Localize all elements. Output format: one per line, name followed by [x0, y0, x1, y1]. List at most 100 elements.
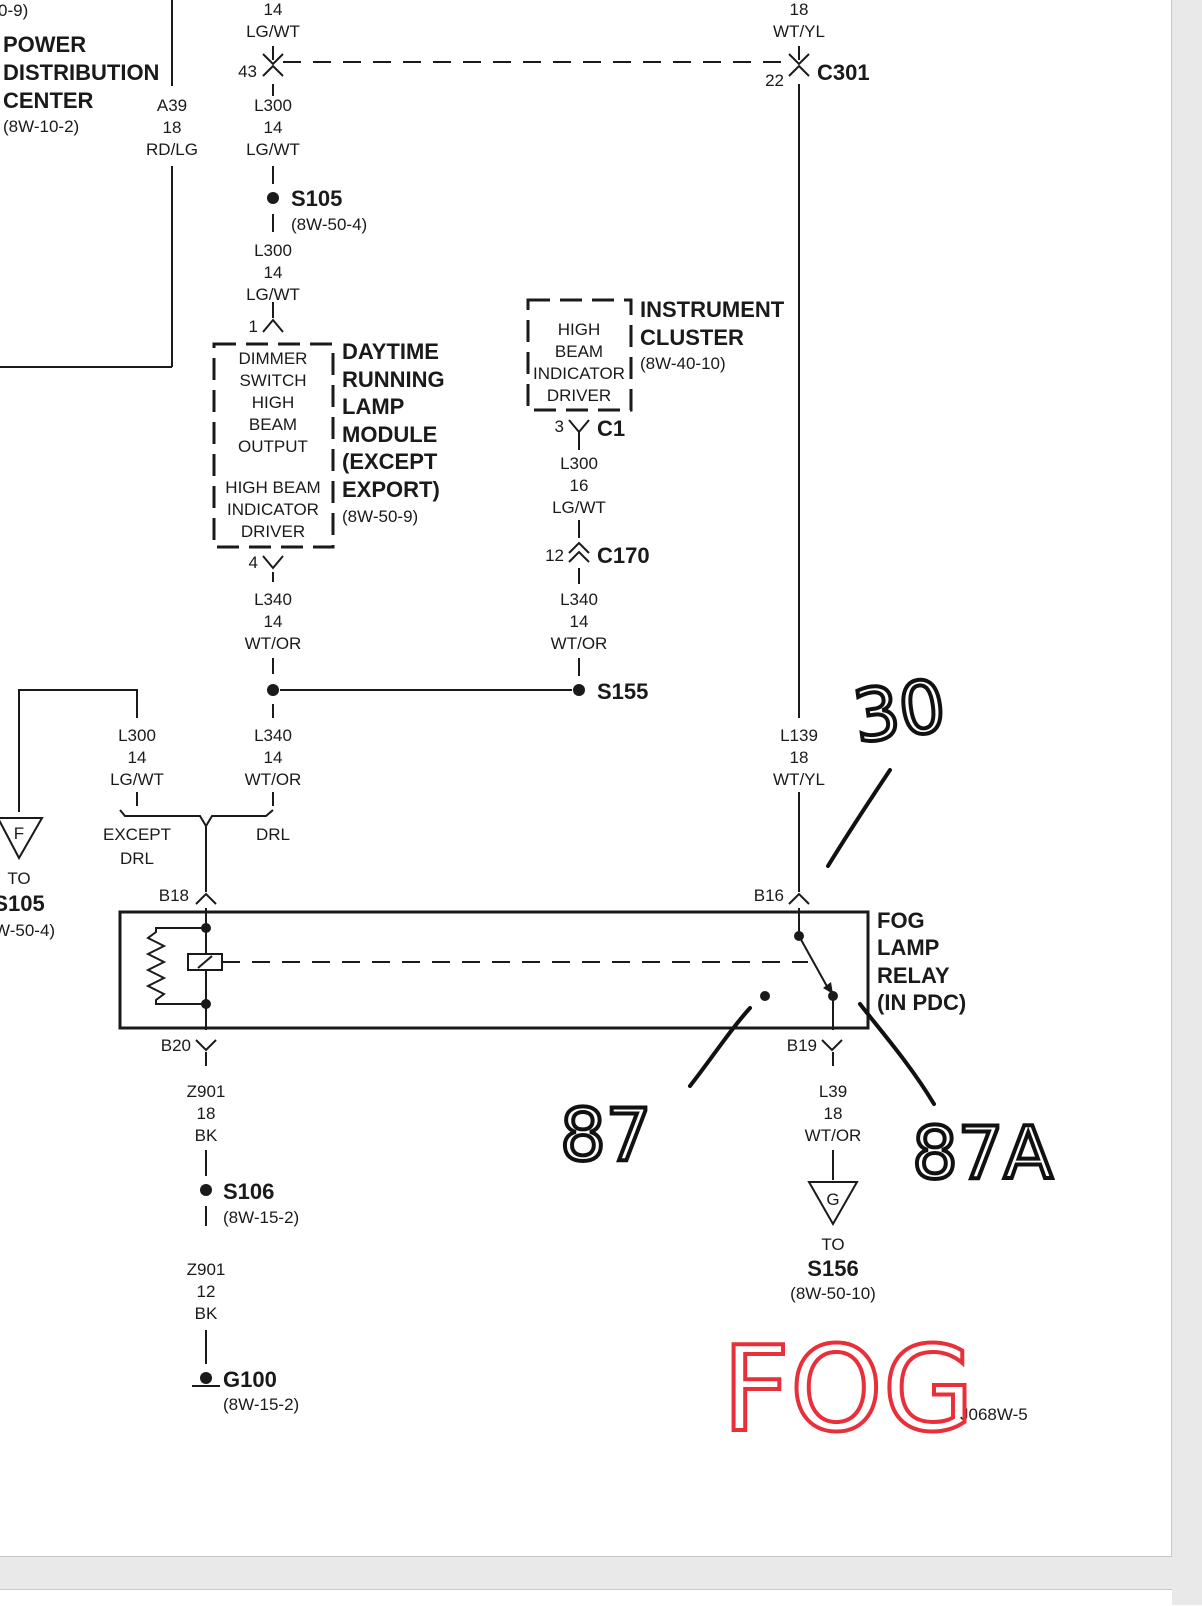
offpage-triangle-f [0, 817, 44, 861]
connector-b18 [195, 892, 217, 905]
s106-ref: (8W-15-2) [223, 1208, 299, 1227]
pdc-wire-color: RD/LG [146, 140, 198, 159]
option-drl: DRL [256, 825, 290, 844]
wire-l300-a-id: L300 [254, 96, 292, 115]
drl-name-5: (EXCEPT [342, 449, 438, 474]
wire-l139-id: L139 [780, 726, 818, 745]
wire-l39-color: WT/OR [805, 1126, 862, 1145]
offpage-f-ref: W-50-4) [0, 921, 55, 940]
wire-l300-b-id: L300 [254, 241, 292, 260]
viewer-gutter-right [1172, 0, 1202, 1605]
cluster-ref: (8W-40-10) [640, 354, 726, 373]
handwritten-arrow-30 [826, 768, 892, 868]
figure-id: J068W-5 [960, 1405, 1028, 1424]
option-splice [119, 809, 274, 828]
cluster-box [526, 298, 633, 412]
connector-b20 [195, 1039, 217, 1052]
connector-b19 [821, 1039, 843, 1052]
wire-l300-c-color: LG/WT [552, 498, 606, 517]
offpage-g-name: S156 [807, 1256, 858, 1281]
wire-l340-b-gauge: 14 [570, 612, 589, 631]
wire-l340-c-color: WT/OR [245, 770, 302, 789]
pdc-wire-id: A39 [157, 96, 187, 115]
drl-box-line-5: OUTPUT [238, 437, 308, 456]
connector-pin1 [262, 318, 284, 333]
connector-c170-b [568, 550, 590, 563]
top-right-wire-gauge: 18 [790, 0, 809, 19]
cluster-connector: C1 [597, 416, 625, 441]
relay-name-2: LAMP [877, 935, 939, 960]
wire-z901-b-id: Z901 [187, 1260, 226, 1279]
splice-junction-dot [267, 684, 279, 696]
wire-l340-a-id: L340 [254, 590, 292, 609]
offpage-g-to: TO [821, 1235, 844, 1254]
wire-l340-a-gauge: 14 [264, 612, 283, 631]
s106-label: S106 [223, 1179, 274, 1204]
cluster-box-line-2: BEAM [555, 342, 603, 361]
drl-name-1: DAYTIME [342, 339, 439, 364]
option-except-drl-1: EXCEPT [103, 825, 171, 844]
pdc-name-1: POWER [3, 32, 86, 57]
handwritten-arrow-87 [688, 1006, 752, 1088]
c301-label: C301 [817, 60, 870, 85]
connector-22-out [788, 64, 810, 77]
drl-name-3: LAMP [342, 394, 404, 419]
c170-pin: 12 [545, 546, 564, 565]
cluster-box-line-3: INDICATOR [533, 364, 625, 383]
connector-22-in [788, 53, 810, 66]
wire-l39-id: L39 [819, 1082, 847, 1101]
s155-label: S155 [597, 679, 648, 704]
relay-contact-87 [760, 991, 770, 1001]
wire-l139-color: WT/YL [773, 770, 825, 789]
handwritten-arrow-87a [858, 1002, 936, 1106]
top-right-wire-color: WT/YL [773, 22, 825, 41]
drl-pin-in: 1 [249, 317, 258, 336]
top-left-wire-color: LG/WT [246, 22, 300, 41]
wire-l139-gauge: 18 [790, 748, 809, 767]
relay-pin-b18: B18 [159, 886, 189, 905]
drl-ref: (8W-50-9) [342, 507, 418, 526]
next-page-edge [0, 1589, 1172, 1606]
drl-box-line-7: HIGH BEAM [225, 478, 320, 497]
pdc-cut-ref: 0-9) [0, 1, 28, 20]
wire-l300-d-gauge: 14 [128, 748, 147, 767]
offpage-triangle-g [807, 1181, 859, 1227]
ground-g100-dot [200, 1372, 212, 1384]
wire-l340-b-color: WT/OR [551, 634, 608, 653]
wire-l300-b-gauge: 14 [264, 263, 283, 282]
handwritten-87: 87 [560, 1093, 652, 1177]
wire-l300-d-id: L300 [118, 726, 156, 745]
diagram-page: 0-9) POWER DISTRIBUTION CENTER (8W-10-2)… [0, 0, 1055, 1460]
wire-l300-a-gauge: 14 [264, 118, 283, 137]
relay-resistor [145, 927, 206, 1005]
connector-43-in [262, 53, 284, 66]
drl-box-line-2: SWITCH [239, 371, 306, 390]
pdc-ref: (8W-10-2) [3, 117, 79, 136]
c170-label: C170 [597, 543, 650, 568]
wiring-diagram: 0-9) POWER DISTRIBUTION CENTER (8W-10-2)… [0, 0, 1055, 1460]
splice-s106-dot [200, 1184, 212, 1196]
connector-c170-a [568, 541, 590, 554]
drl-box-line-3: HIGH [252, 393, 295, 412]
cluster-box-line-4: DRIVER [547, 386, 611, 405]
cluster-name-1: INSTRUMENT [640, 297, 785, 322]
wire-l340-c-gauge: 14 [264, 748, 283, 767]
wire-z901-b-color: BK [195, 1304, 218, 1323]
handwritten-fog: FOG [722, 1320, 974, 1458]
handwritten-87a: 87A [912, 1111, 1053, 1195]
relay-name-4: (IN PDC) [877, 990, 966, 1015]
c301-pin-left: 43 [238, 62, 257, 81]
offpage-g-ref: (8W-50-10) [790, 1284, 876, 1303]
splice-s155-dot [573, 684, 585, 696]
relay-pin-b20: B20 [161, 1036, 191, 1055]
drl-name-2: RUNNING [342, 367, 445, 392]
offpage-g-letter: G [826, 1190, 839, 1209]
relay-switch-arrow [823, 982, 833, 994]
connector-43-out [262, 64, 284, 77]
handwritten-30: 30 [848, 663, 950, 759]
wire-z901-a-gauge: 18 [197, 1104, 216, 1123]
wire-l300-a-color: LG/WT [246, 140, 300, 159]
drl-name-4: MODULE [342, 422, 437, 447]
connector-b16 [788, 892, 810, 905]
cluster-pin: 3 [555, 417, 564, 436]
